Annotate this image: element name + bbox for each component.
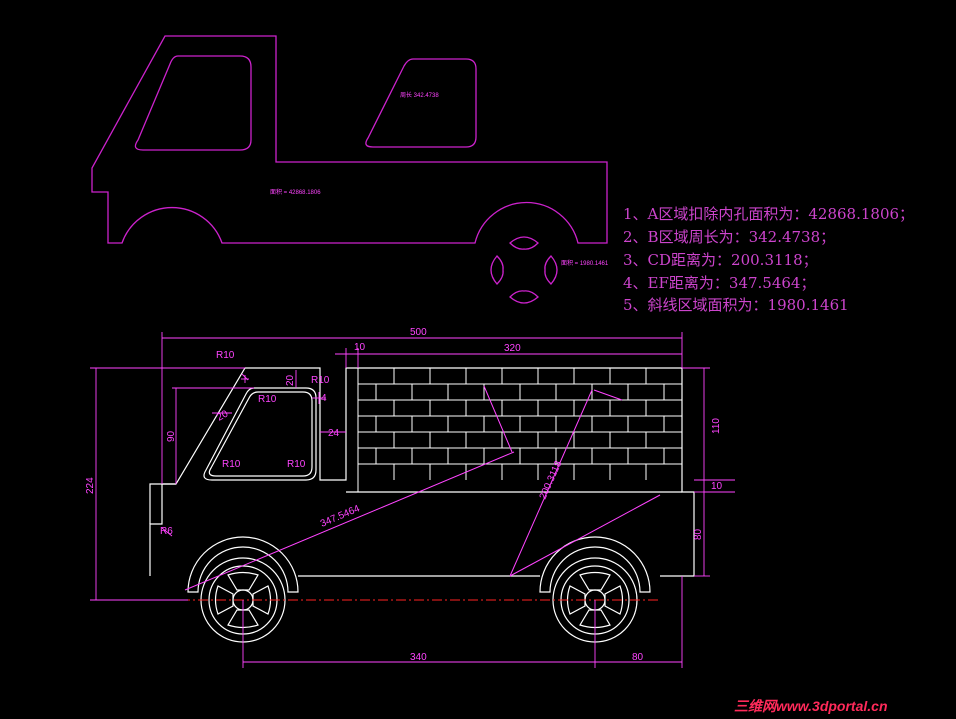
dim-4: 4 [321, 393, 327, 404]
dimension-lines [90, 332, 735, 668]
cab-front-line [149, 483, 176, 524]
cab-outline [149, 367, 695, 577]
dim-320: 320 [504, 343, 521, 354]
hatch-edge-3 [509, 494, 661, 577]
dim-20-a: 20 [285, 374, 296, 386]
ef-line [184, 451, 515, 591]
ef-distance-label: 347.5464 [319, 503, 362, 530]
radius-r10-b: R10 [311, 375, 330, 386]
radius-r6: R6 [160, 526, 173, 537]
dim-340: 340 [410, 652, 427, 663]
area-label: 面积 = 42868.1806 [270, 188, 321, 196]
dim-10-right: 10 [711, 481, 723, 492]
side-window-inner [208, 391, 313, 477]
measure-lines [184, 385, 661, 591]
dim-80-right: 80 [693, 528, 704, 540]
result-4: 4、EF距离为：347.5464； [623, 274, 815, 292]
dim-500: 500 [410, 327, 427, 338]
dim-110: 110 [711, 418, 722, 434]
radius-r10-e: R10 [287, 459, 306, 470]
dim-224: 224 [85, 477, 96, 494]
result-2: 2、B区域周长为：342.4738； [623, 228, 835, 246]
bottom-truck-drawing [149, 367, 695, 643]
cab-window [134, 55, 252, 151]
results-list: 1、A区域扣除内孔面积为：42868.1806； 2、B区域周长为：342.47… [623, 205, 914, 314]
wheel-area-label: 面积 = 1980.1461 [561, 259, 609, 267]
dim-24: 24 [328, 428, 340, 439]
top-truck-outline [91, 35, 608, 304]
result-1: 1、A区域扣除内孔面积为：42868.1806； [623, 205, 914, 223]
watermark: 三维网www.3dportal.cn [734, 698, 888, 714]
truck-body-outline [91, 35, 608, 244]
cargo-box-border [357, 367, 683, 493]
dim-80-bottom: 80 [632, 652, 644, 663]
result-3: 3、CD距离为：200.3118； [623, 251, 818, 269]
dim-90: 90 [166, 430, 177, 442]
dim-20-b: 20 [215, 408, 231, 423]
dim-10-top: 10 [354, 342, 366, 353]
cd-distance-label: 200.3118 [538, 459, 565, 501]
radius-r10-c: R10 [258, 394, 277, 405]
radius-r10-a: R10 [216, 350, 235, 361]
radius-r10-d: R10 [222, 459, 241, 470]
cd-line [509, 389, 593, 577]
rear-window [365, 58, 477, 148]
window-perimeter-label: 周长 342.4738 [400, 91, 439, 99]
side-window [203, 387, 317, 481]
hatch-edge-2 [593, 389, 623, 401]
front-arch [187, 536, 299, 593]
result-5: 5、斜线区域面积为：1980.1461 [623, 296, 849, 314]
spare-wheel [490, 236, 558, 304]
brick-hatch [357, 367, 683, 493]
hatch-edge-1 [483, 385, 513, 453]
